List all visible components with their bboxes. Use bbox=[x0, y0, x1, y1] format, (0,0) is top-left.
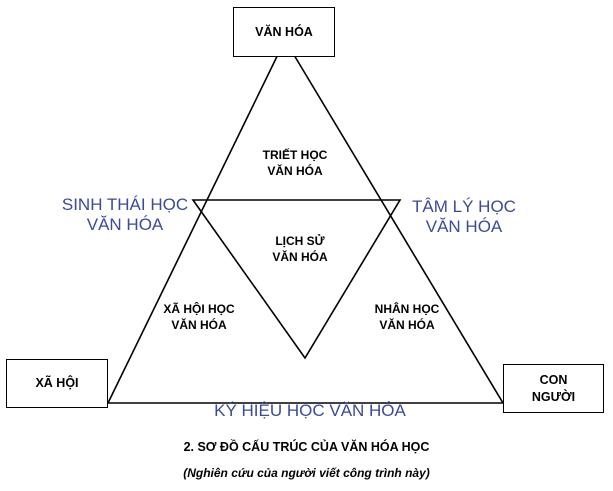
label-xa-hoi-hoc: XÃ HỘI HỌC VĂN HÓA bbox=[139, 301, 259, 333]
label-xa-hoi-hoc-line2: VĂN HÓA bbox=[171, 318, 227, 332]
label-sinh-thai-hoc-line2: VĂN HÓA bbox=[86, 215, 164, 234]
box-con-nguoi: CON NGƯỜI bbox=[503, 364, 604, 413]
box-van-hoa-label: VĂN HÓA bbox=[255, 24, 313, 39]
diagram-subcaption: (Nghiên cứu của người viết công trình nà… bbox=[183, 466, 430, 480]
label-lich-su-line1: LỊCH SỬ bbox=[275, 234, 325, 248]
label-tam-ly-hoc: TÂM LÝ HỌC VĂN HÓA bbox=[399, 197, 529, 237]
label-nhan-hoc: NHÂN HỌC VĂN HÓA bbox=[347, 301, 467, 333]
label-lich-su: LỊCH SỬ VĂN HÓA bbox=[240, 233, 360, 265]
box-xa-hoi-label: XÃ HỘI bbox=[35, 376, 79, 390]
diagram-caption: 2. SƠ ĐỒ CẤU TRÚC CỦA VĂN HÓA HỌC bbox=[183, 440, 430, 454]
label-triet-hoc: TRIẾT HỌC VĂN HÓA bbox=[235, 147, 355, 179]
box-con-nguoi-line2: NGƯỜI bbox=[531, 389, 576, 404]
inner-inverted-triangle bbox=[191, 199, 402, 360]
label-ky-hieu-hoc: KÝ HIỆU HỌC VĂN HÓA bbox=[200, 401, 420, 421]
box-xa-hoi: XÃ HỘI bbox=[6, 359, 108, 408]
label-nhan-hoc-line1: NHÂN HỌC bbox=[374, 302, 440, 316]
outer-triangle bbox=[106, 38, 505, 404]
label-ky-hieu-hoc-text: KÝ HIỆU HỌC VĂN HÓA bbox=[214, 401, 406, 420]
label-triet-hoc-line1: TRIẾT HỌC bbox=[262, 148, 328, 162]
label-triet-hoc-line2: VĂN HÓA bbox=[267, 164, 323, 178]
label-nhan-hoc-line2: VĂN HÓA bbox=[379, 318, 435, 332]
label-sinh-thai-hoc: SINH THÁI HỌC VĂN HÓA bbox=[55, 195, 195, 235]
box-con-nguoi-line1: CON bbox=[539, 372, 568, 387]
box-van-hoa: VĂN HÓA bbox=[233, 7, 335, 57]
label-tam-ly-hoc-line1: TÂM LÝ HỌC bbox=[412, 197, 516, 216]
label-tam-ly-hoc-line2: VĂN HÓA bbox=[425, 217, 503, 236]
label-sinh-thai-hoc-line1: SINH THÁI HỌC bbox=[61, 195, 189, 214]
label-lich-su-line2: VĂN HÓA bbox=[272, 250, 328, 264]
label-xa-hoi-hoc-line1: XÃ HỘI HỌC bbox=[163, 302, 235, 316]
